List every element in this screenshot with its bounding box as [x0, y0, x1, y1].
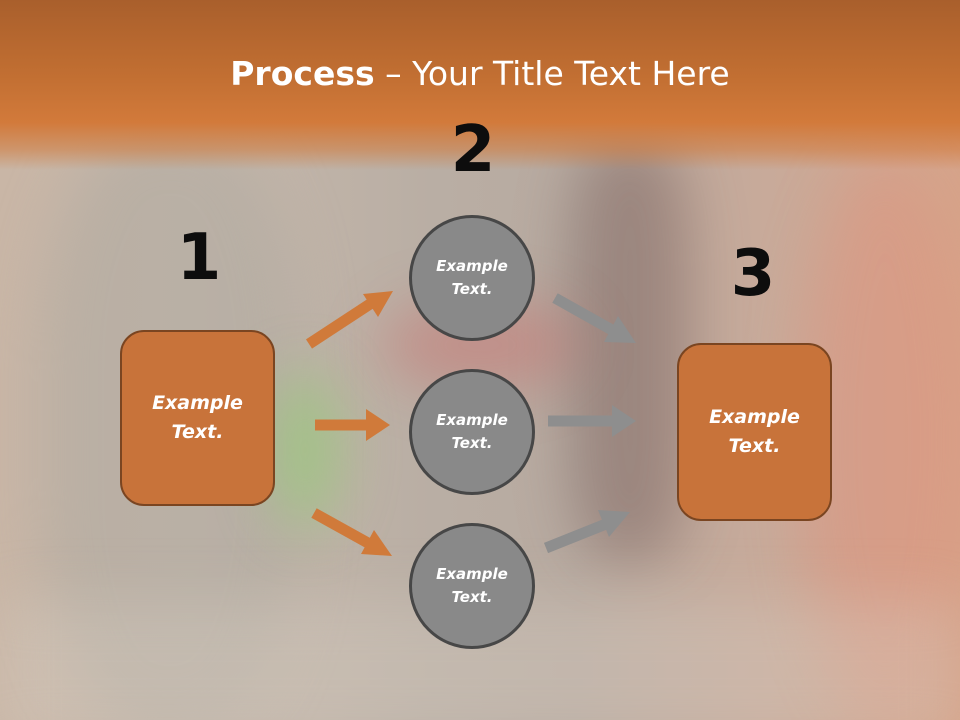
- gray-arrow-down: [552, 293, 636, 343]
- step-number-1: 1: [176, 221, 222, 295]
- step-number-2: 2: [450, 113, 496, 187]
- step-number-3: 3: [730, 237, 776, 311]
- background-green-hold: [270, 370, 340, 530]
- title-rest: – Your Title Text Here: [374, 54, 730, 93]
- circle-middle-line1: Example: [436, 411, 508, 429]
- gray-arrow-middle: [548, 405, 636, 437]
- title-banner: [0, 0, 960, 170]
- right-box-line1: Example: [709, 406, 800, 428]
- slide-title: Process – Your Title Text Here: [0, 54, 960, 93]
- title-bold: Process: [230, 54, 375, 93]
- right-box-line2: Text.: [728, 435, 781, 457]
- orange-arrow-down: [311, 508, 392, 556]
- left-box-line2: Text.: [171, 421, 224, 443]
- circle-top-line1: Example: [436, 257, 508, 275]
- circle-bottom-line1: Example: [436, 565, 508, 583]
- gray-arrow-up: [543, 510, 630, 554]
- left-box-line1: Example: [152, 392, 243, 414]
- circle-bottom-line2: Text.: [451, 588, 493, 606]
- background-figure: [570, 140, 690, 560]
- circle-middle-line2: Text.: [451, 434, 493, 452]
- orange-arrow-up: [305, 291, 393, 349]
- circle-top-line2: Text.: [451, 280, 493, 298]
- orange-arrow-middle: [315, 409, 390, 441]
